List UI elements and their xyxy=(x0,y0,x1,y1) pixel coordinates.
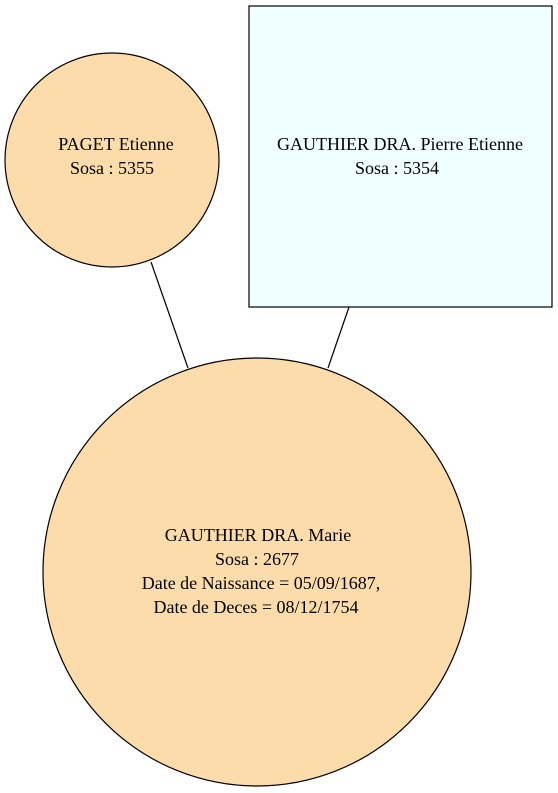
node-marie-birth: Date de Naissance = 05/09/1687, xyxy=(142,573,381,593)
node-pierre-sosa: Sosa : 5354 xyxy=(355,158,439,178)
node-marie-death: Date de Deces = 08/12/1754 xyxy=(153,597,358,617)
node-marie-sosa: Sosa : 2677 xyxy=(215,549,299,569)
edge-pierre-to-marie xyxy=(327,306,350,369)
node-paget-name: PAGET Etienne xyxy=(58,134,174,154)
node-gauthier-pierre-etienne[interactable]: GAUTHIER DRA. Pierre Etienne Sosa : 5354 xyxy=(248,5,553,308)
node-paget-circle xyxy=(4,52,220,268)
node-pierre-name: GAUTHIER DRA. Pierre Etienne xyxy=(277,134,523,154)
node-pierre-box xyxy=(248,5,553,308)
node-marie-circle xyxy=(42,357,472,787)
node-marie-name: GAUTHIER DRA. Marie xyxy=(165,525,351,545)
node-gauthier-marie[interactable]: GAUTHIER DRA. Marie Sosa : 2677 Date de … xyxy=(42,357,472,787)
node-paget-etienne[interactable]: PAGET Etienne Sosa : 5355 xyxy=(4,52,220,268)
edge-paget-to-marie xyxy=(150,261,189,369)
node-paget-sosa: Sosa : 5355 xyxy=(70,158,154,178)
